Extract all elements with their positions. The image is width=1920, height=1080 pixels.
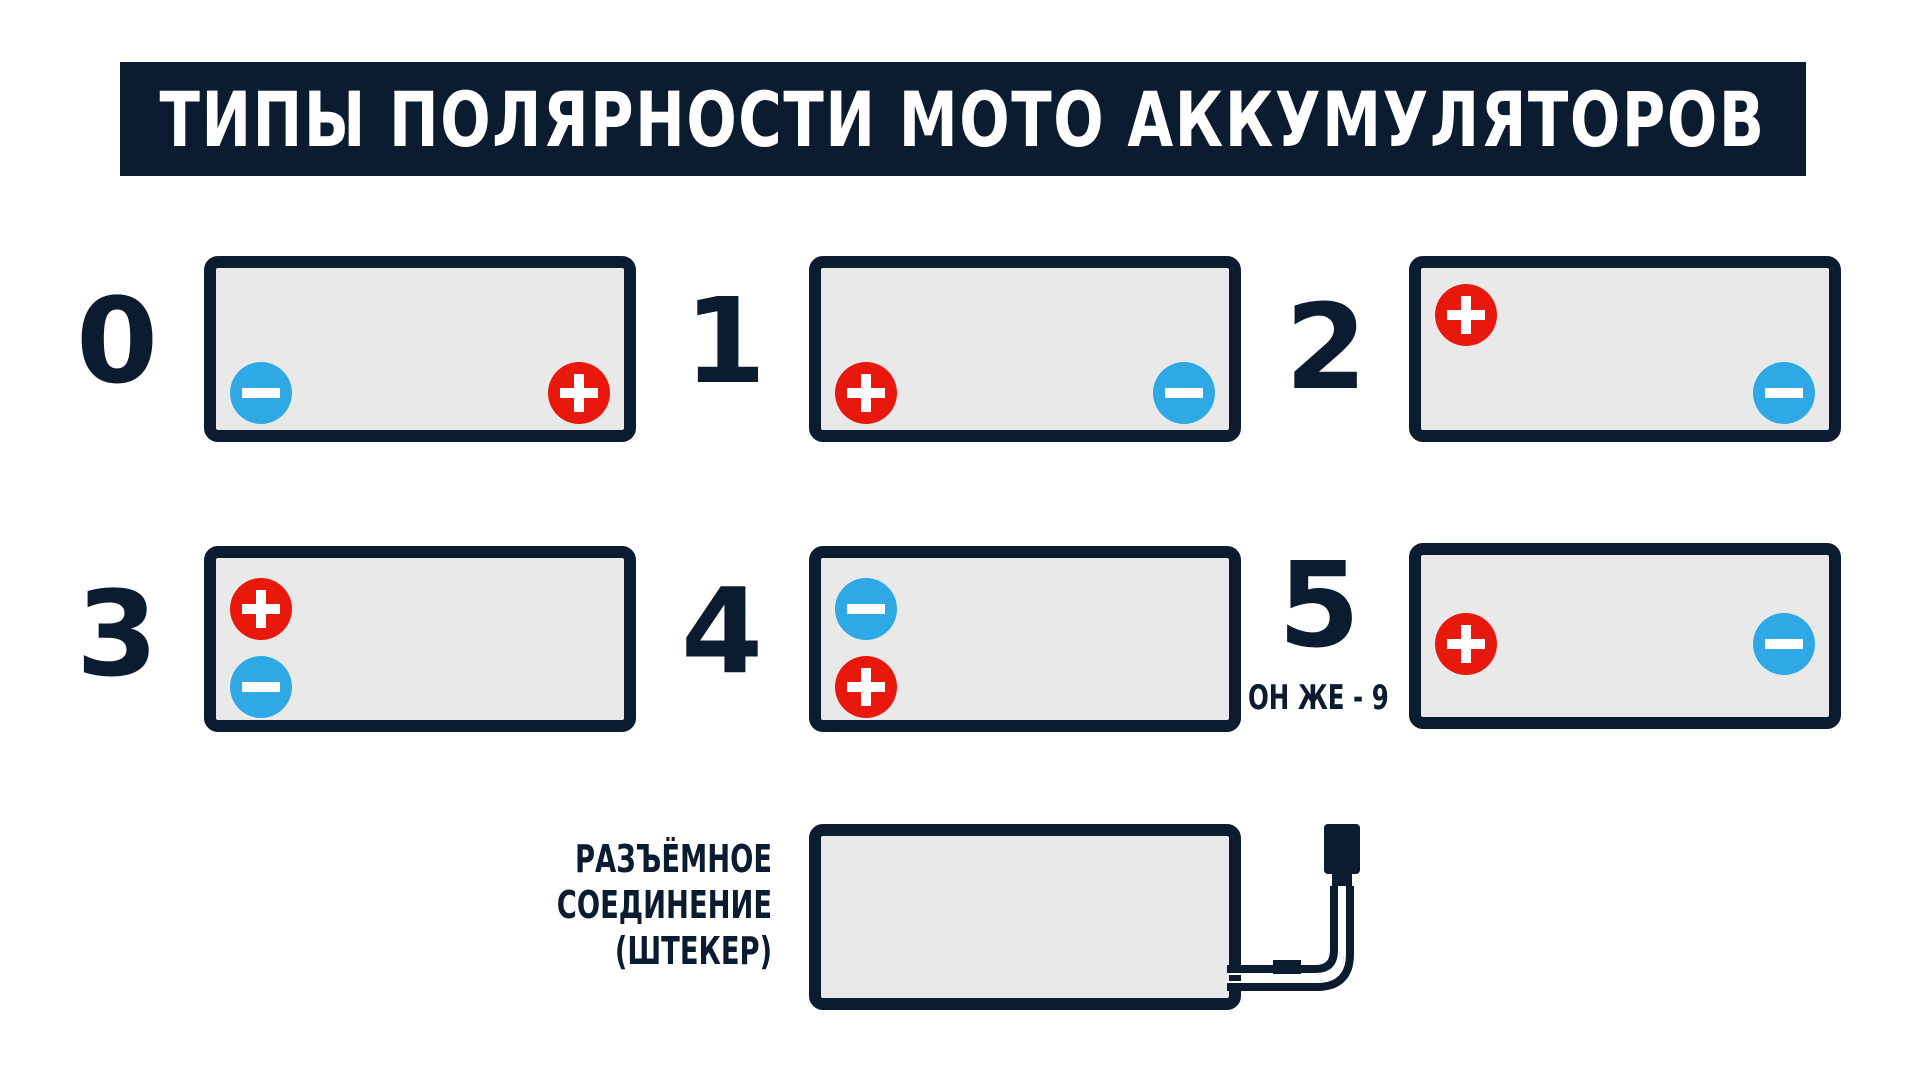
- positive-terminal-icon: [1435, 284, 1497, 346]
- polarity-5-note: ОН ЖЕ - 9: [1248, 678, 1389, 718]
- connector-label-line-1: РАЗЪЁМНОЕ: [574, 837, 772, 881]
- negative-terminal-icon: [1753, 362, 1815, 424]
- page-title: ТИПЫ ПОЛЯРНОСТИ МОТО АККУМУЛЯТОРОВ: [159, 74, 1767, 164]
- polarity-number-5: 5: [1277, 536, 1361, 674]
- positive-terminal-icon: [835, 362, 897, 424]
- polarity-number-2: 2: [1284, 278, 1368, 416]
- connector-label-line-2: СОЕДИНЕНИЕ: [556, 883, 772, 927]
- title-banner: ТИПЫ ПОЛЯРНОСТИ МОТО АККУМУЛЯТОРОВ: [120, 62, 1806, 176]
- positive-terminal-icon: [548, 362, 610, 424]
- polarity-number-4: 4: [680, 562, 764, 700]
- battery-type-3: [204, 546, 636, 732]
- battery-type-2: [1409, 256, 1841, 442]
- negative-terminal-icon: [1753, 613, 1815, 675]
- battery-type-0: [204, 256, 636, 442]
- polarity-number-0: 0: [75, 272, 159, 410]
- connector-label-line-3: (ШТЕКЕР): [614, 929, 772, 973]
- negative-terminal-icon: [230, 362, 292, 424]
- positive-terminal-icon: [230, 578, 292, 640]
- battery-type-5: [1409, 543, 1841, 729]
- negative-terminal-icon: [230, 656, 292, 718]
- positive-terminal-icon: [835, 656, 897, 718]
- polarity-number-3: 3: [75, 565, 159, 703]
- negative-terminal-icon: [835, 578, 897, 640]
- positive-terminal-icon: [1435, 613, 1497, 675]
- plug-connector-icon: [1227, 824, 1360, 991]
- battery-connector-type: [809, 824, 1241, 1010]
- negative-terminal-icon: [1153, 362, 1215, 424]
- battery-type-4: [809, 546, 1241, 732]
- connector-label: РАЗЪЁМНОЕ СОЕДИНЕНИЕ (ШТЕКЕР): [557, 836, 772, 974]
- polarity-number-1: 1: [683, 272, 767, 410]
- battery-type-1: [809, 256, 1241, 442]
